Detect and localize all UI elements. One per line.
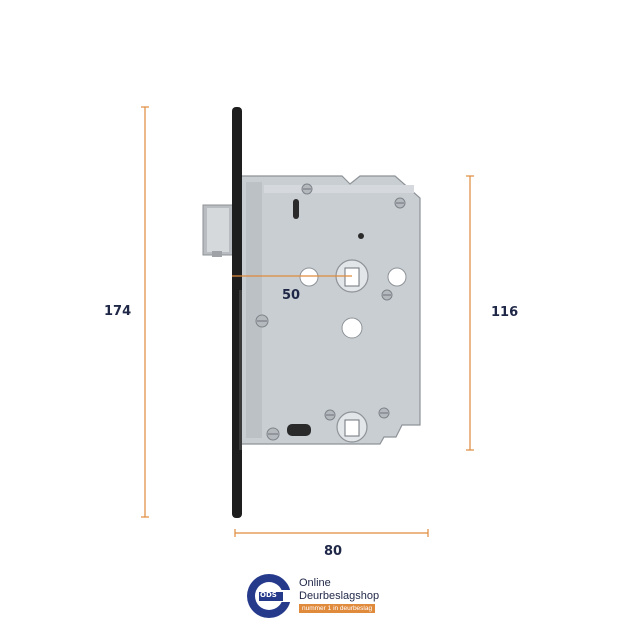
logo-tagline: nummer 1 in deurbeslag	[299, 604, 376, 613]
dimension-line-height-total	[141, 106, 149, 518]
label-width-body: 80	[324, 544, 343, 559]
label-backset: 50	[282, 288, 301, 303]
ods-logo-emblem	[247, 574, 291, 618]
dimension-line-height-body	[466, 175, 474, 451]
latch-bolt	[202, 204, 236, 257]
case-holes	[287, 199, 407, 436]
faceplate	[232, 107, 242, 518]
screw-icon	[255, 183, 406, 441]
ods-logo: ODS Online Deurbeslagshop nummer 1 in de…	[246, 573, 416, 619]
label-height-body: 116	[491, 305, 519, 320]
logo-name-line-1: Online	[299, 577, 331, 589]
logo-emblem-text: ODS	[260, 591, 277, 599]
logo-name-line-2: Deurbeslagshop	[299, 590, 380, 602]
dimension-line-width-body	[234, 529, 429, 537]
cylinder-hole	[336, 411, 368, 443]
label-height-total: 174	[104, 304, 132, 319]
lock-case	[239, 175, 421, 445]
